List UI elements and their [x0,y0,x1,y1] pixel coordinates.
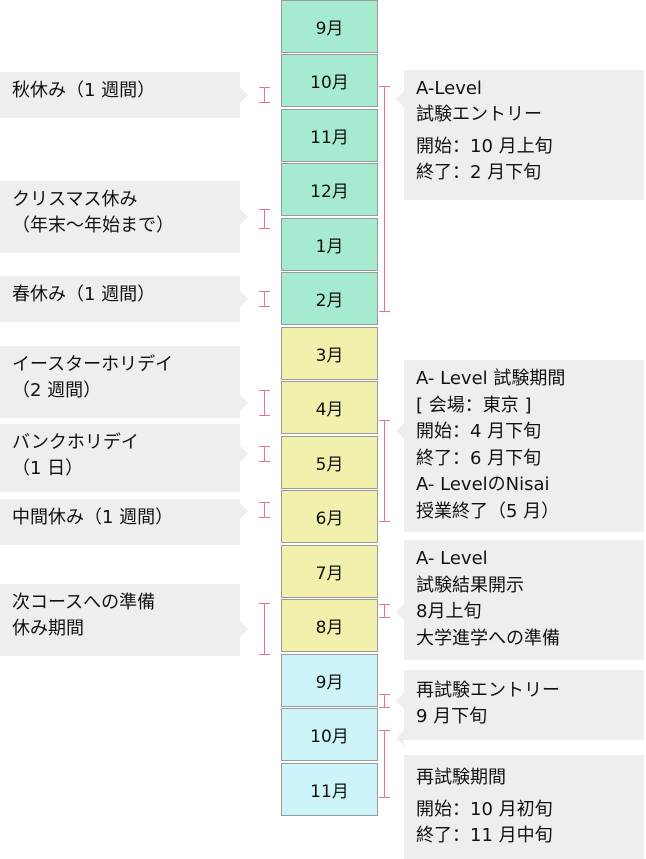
holiday-box-spring: 春休み（1 週間） [0,276,240,322]
month-cell: 11月 [281,763,378,816]
bracket-left [259,446,274,462]
box-line: （年末〜年始まで） [12,215,174,236]
holiday-box-autumn: 秋休み（1 週間） [0,72,240,118]
box-line: 再試験期間 [416,767,506,788]
bracket-right [379,730,394,798]
box-line: （1 日） [12,458,84,479]
month-cell: 8月 [281,599,378,652]
exam-box-entry: A-Level 試験エントリー 開始：10 月上旬 終了：2 月下旬 [404,70,644,200]
bracket-left [259,209,274,229]
month-cell: 4月 [281,381,378,434]
box-line: 試験結果開示 [416,574,524,596]
box-line: A- LevelのNisai [416,474,550,495]
box-line: 大学進学への準備 [416,627,560,649]
box-line: 休み期間 [12,618,84,639]
box-line: 終了：6 月下旬 [416,447,542,469]
pointer-arrow [396,604,404,620]
holiday-box-easter: イースターホリデイ （2 週間） [0,346,240,418]
pointer-arrow [240,446,248,462]
exam-box-retake-entry: 再試験エントリー 9 月下旬 [404,670,644,740]
box-line: A- Level [416,548,488,569]
exam-box-retake-period: 再試験期間 開始：10 月初旬 終了：11 月中旬 [404,755,644,859]
month-cell: 7月 [281,545,378,598]
bracket-left [259,291,274,307]
box-line: [ 会場：東京 ] [416,394,532,416]
exam-box-period: A- Level 試験期間 [ 会場：東京 ] 開始：4 月下旬 終了：6 月下… [404,360,644,532]
box-line: A- Level 試験期間 [416,368,566,389]
box-line: 開始：10 月初旬 [416,799,553,820]
box-line: バンクホリデイ [12,432,139,453]
month-cell: 9月 [281,654,378,707]
holiday-box-midterm: 中間休み（1 週間） [0,499,240,545]
box-line: 授業終了（5 月） [416,500,560,522]
bracket-left [259,502,274,518]
pointer-arrow [396,423,404,439]
box-line: クリスマス休み [12,189,138,210]
pointer-arrow [396,91,404,107]
month-cell: 5月 [281,436,378,489]
pointer-arrow [240,395,248,411]
month-cell: 2月 [281,272,378,325]
box-line: 終了：2 月下旬 [416,162,542,183]
bracket-left [259,87,274,103]
pointer-arrow [240,621,248,637]
bracket-right [379,604,394,618]
bracket-right [379,86,394,312]
box-line: 9 月下旬 [416,706,488,727]
month-cell: 9月 [281,0,378,53]
box-line: （2 週間） [12,380,102,401]
pointer-arrow [240,503,248,519]
month-cell: 1月 [281,218,378,271]
box-line: 次コースへの準備 [12,592,156,613]
box-line: 試験エントリー [416,104,542,125]
box-line: 開始：10 月上旬 [416,136,553,157]
bracket-left [259,603,274,655]
holiday-box-bank: バンクホリデイ （1 日） [0,424,240,492]
exam-box-results: A- Level 試験結果開示 8月上旬 大学進学への準備 [404,540,644,660]
holiday-box-next-course: 次コースへの準備 休み期間 [0,584,240,656]
pointer-arrow [240,291,248,307]
box-line: 秋休み（1 週間） [12,80,156,101]
bracket-right [379,420,394,522]
bracket-left [259,390,274,416]
pointer-arrow [240,209,248,225]
holiday-box-christmas: クリスマス休み （年末〜年始まで） [0,181,240,253]
box-line: 開始：4 月下旬 [416,421,542,442]
month-cell: 11月 [281,109,378,162]
bracket-right [379,694,394,708]
box-line: 再試験エントリー [416,680,560,701]
pointer-arrow [240,87,248,103]
month-cell: 10月 [281,708,378,761]
month-cell: 10月 [281,54,378,107]
box-line: 春休み（1 週間） [12,284,156,305]
box-line: 中間休み（1 週間） [12,507,174,528]
month-cell: 12月 [281,163,378,216]
box-line: イースターホリデイ [12,354,174,375]
month-cell: 3月 [281,327,378,380]
month-cell: 6月 [281,490,378,543]
pointer-arrow [396,693,404,709]
box-line: A-Level [416,78,482,99]
box-line: 8月上旬 [416,601,482,622]
box-line: 終了：11 月中旬 [416,825,553,846]
pointer-arrow [396,730,404,746]
